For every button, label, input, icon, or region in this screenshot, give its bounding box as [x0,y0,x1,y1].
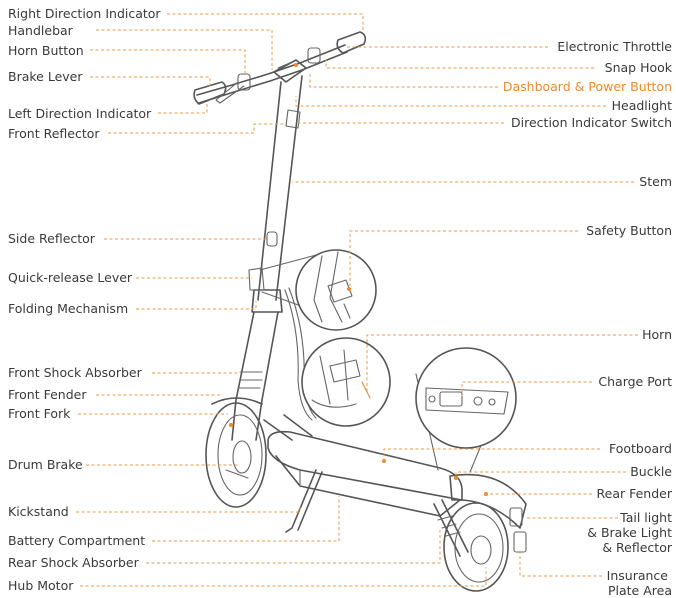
label-hub-motor: Hub Motor [8,578,74,593]
label-electronic-throttle: Electronic Throttle [557,39,672,54]
label-rear-shock-absorber: Rear Shock Absorber [8,555,140,570]
labels-right: Electronic Throttle Snap Hook Dashboard … [503,39,673,598]
label-side-reflector: Side Reflector [8,231,96,246]
label-quick-release-lever: Quick-release Lever [8,270,133,285]
label-rear-fender: Rear Fender [597,486,673,501]
leader-lines [76,13,638,587]
label-handlebar: Handlebar [8,23,74,38]
detail-circle-folding [259,249,377,331]
front-fork-drawing [211,311,279,441]
front-wheel-drawing [205,402,267,508]
label-insurance-line-2: Plate Area [608,583,672,598]
label-brake-lever: Brake Lever [8,69,83,84]
label-left-direction-indicator: Left Direction Indicator [8,106,152,121]
label-headlight: Headlight [612,98,672,113]
label-safety-button: Safety Button [586,223,672,238]
labels-left: Right Direction Indicator Handlebar Horn… [8,6,161,593]
label-battery-compartment: Battery Compartment [8,533,145,548]
label-drum-brake: Drum Brake [8,457,83,472]
label-folding-mechanism: Folding Mechanism [8,301,128,316]
label-buckle: Buckle [630,464,672,479]
label-tail-light-line-2: & Brake Light [587,525,672,540]
label-tail-light-line-1: Tail light [619,510,672,525]
label-dashboard-power-button: Dashboard & Power Button [503,79,672,94]
detail-circle-horn [301,337,391,427]
deck-drawing [263,414,463,533]
label-horn: Horn [642,327,672,342]
label-snap-hook: Snap Hook [605,60,673,75]
label-front-reflector: Front Reflector [8,126,100,141]
label-right-direction-indicator: Right Direction Indicator [8,6,161,21]
label-front-fender: Front Fender [8,387,87,402]
scooter-illustration [193,31,527,592]
label-tail-light-line-3: & Reflector [602,540,673,555]
rear-wheel-drawing [433,473,527,592]
label-footboard: Footboard [609,441,672,456]
label-horn-button: Horn Button [8,43,84,58]
label-front-fork: Front Fork [8,406,71,421]
label-direction-indicator-switch: Direction Indicator Switch [511,115,672,130]
detail-circle-charge-port [415,347,517,473]
label-stem: Stem [639,174,672,189]
label-charge-port: Charge Port [598,374,672,389]
label-kickstand: Kickstand [8,504,69,519]
label-insurance-line-1: Insurance [607,568,669,583]
label-front-shock-absorber: Front Shock Absorber [8,365,143,380]
